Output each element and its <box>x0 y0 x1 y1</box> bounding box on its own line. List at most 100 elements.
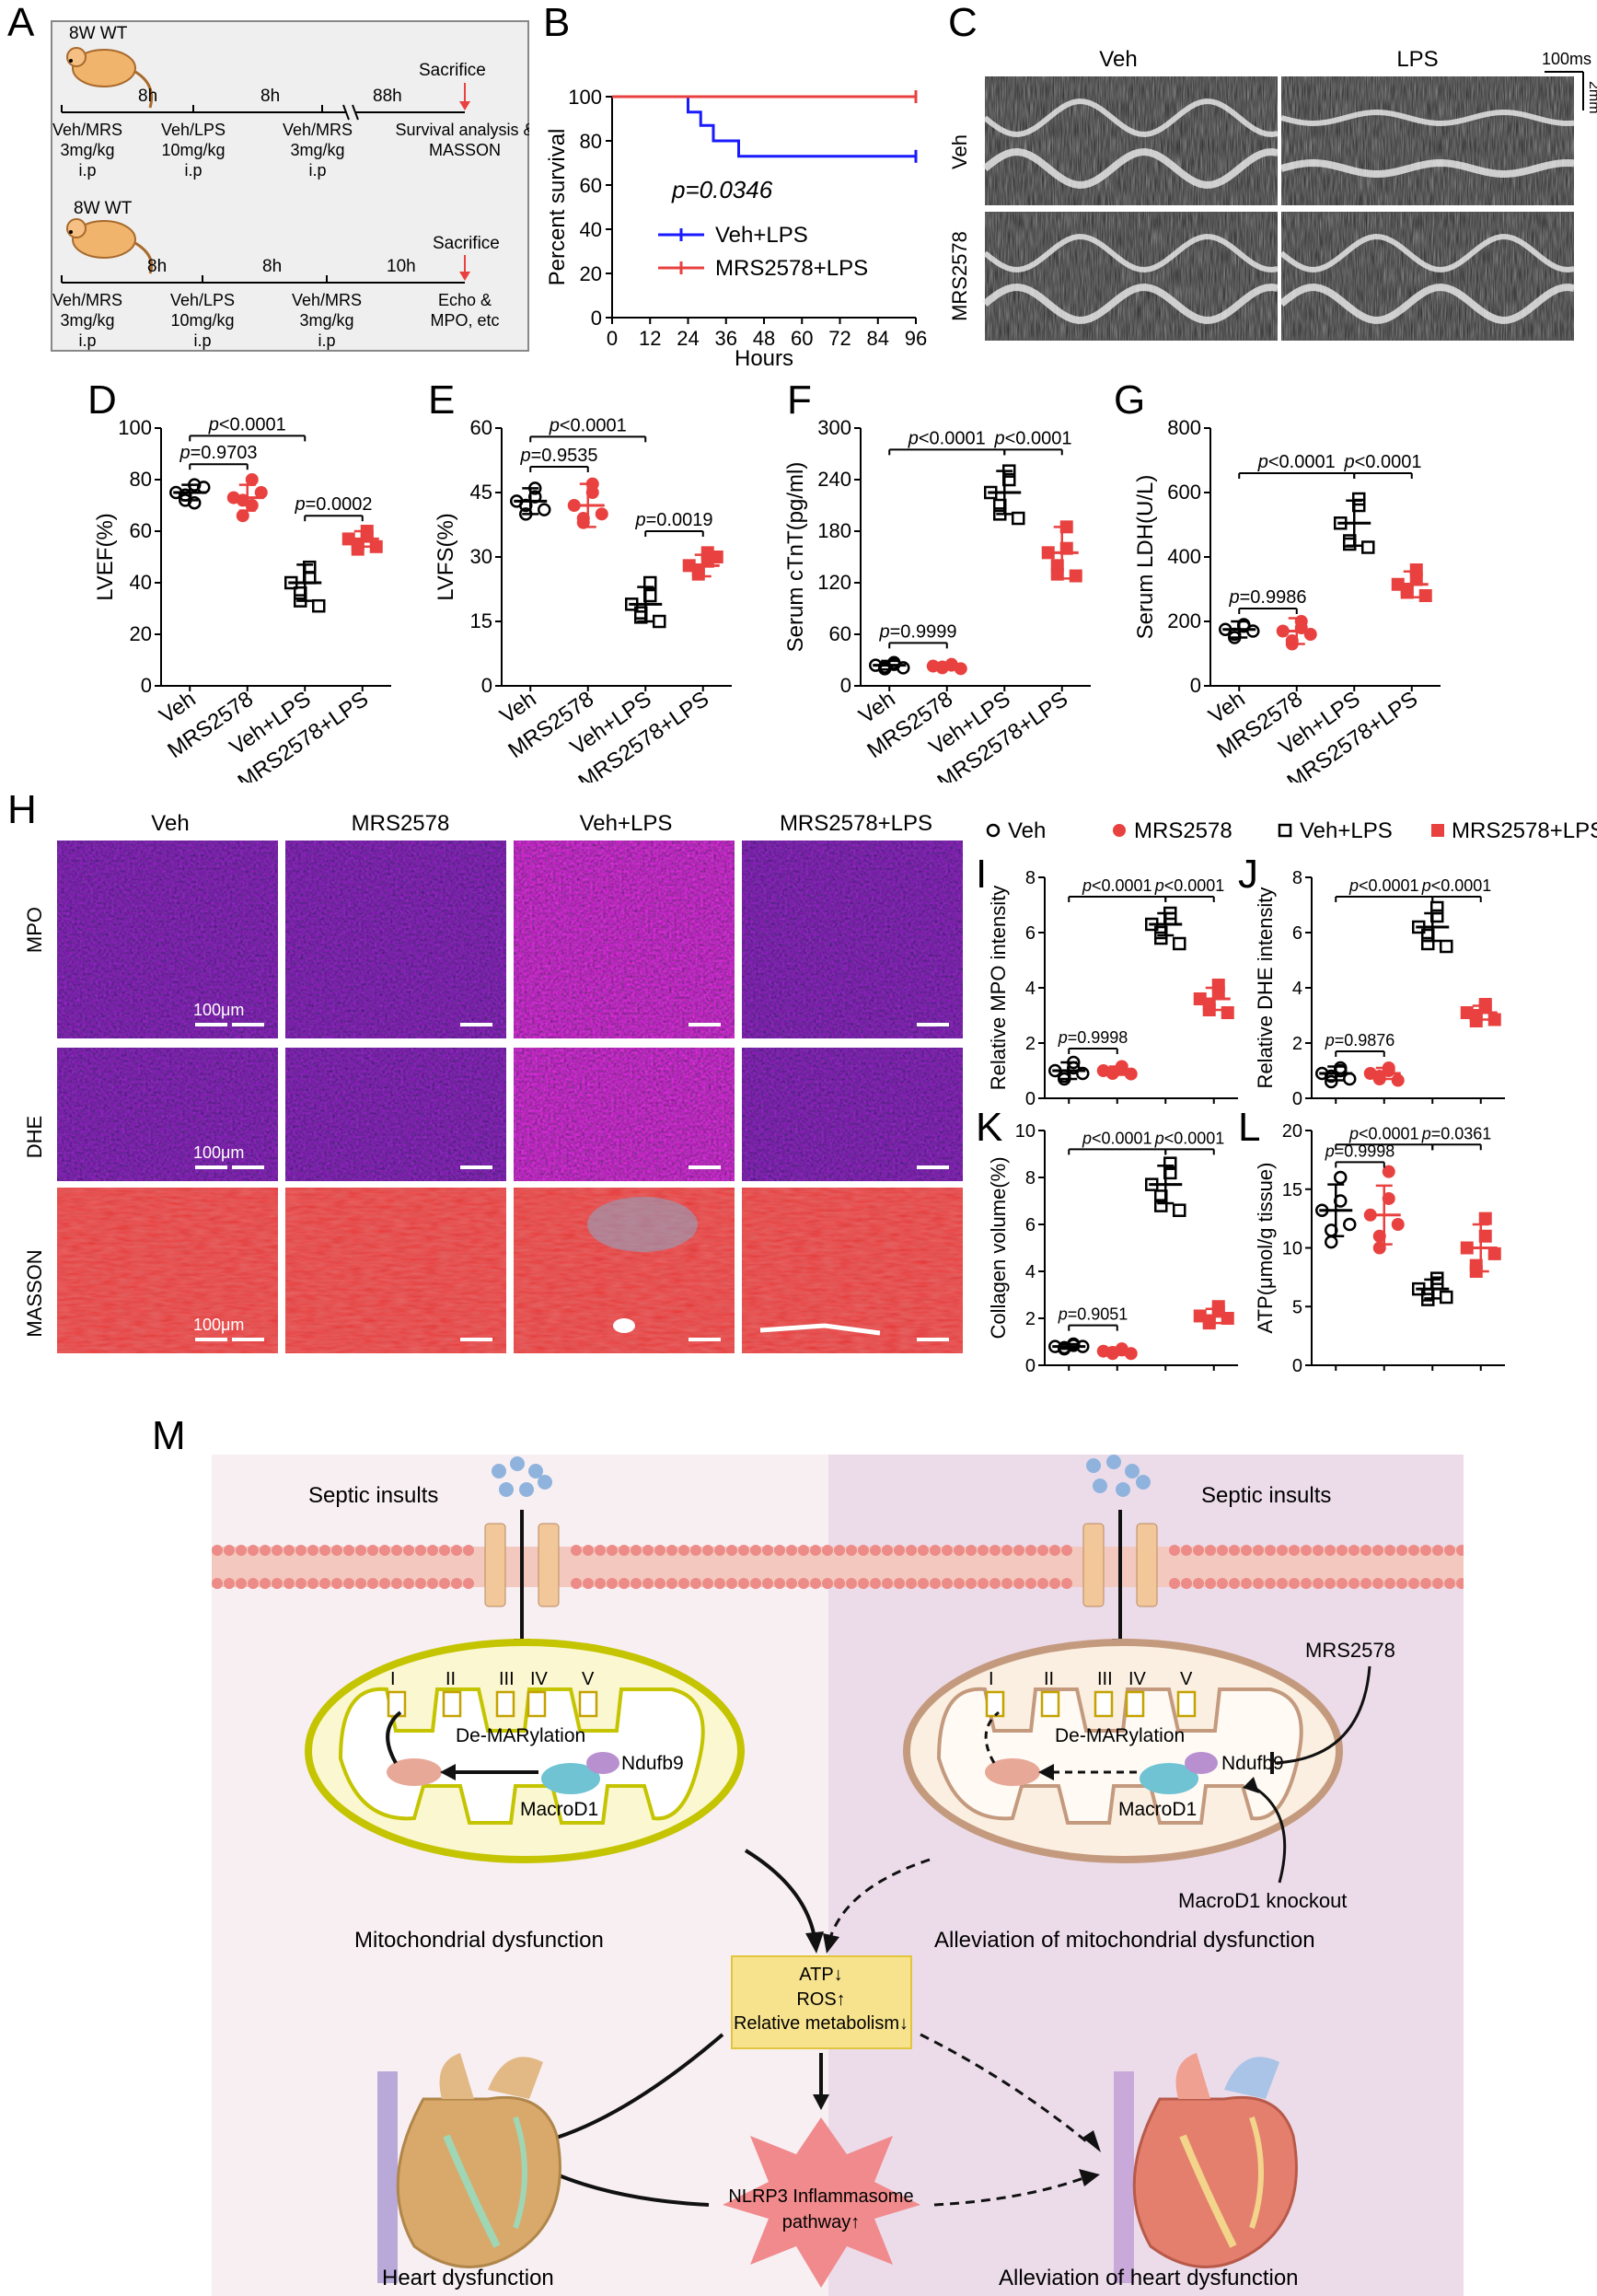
y-tick-label: 4 <box>1025 1262 1036 1282</box>
lipid-head <box>1241 1545 1252 1556</box>
mouse1-label: 8W WT <box>69 24 128 43</box>
lipid-head <box>1384 1578 1395 1589</box>
lipid-head <box>1313 1545 1324 1556</box>
histology-image: 100μm <box>57 1188 278 1353</box>
lipid-head <box>1001 1578 1013 1589</box>
lipid-head <box>786 1578 797 1589</box>
lipid-head <box>894 1545 905 1556</box>
lipid-head <box>726 1578 737 1589</box>
y-tick-label: 20 <box>1282 1121 1302 1142</box>
step-label-line: 3mg/kg <box>60 311 114 330</box>
scale-bar-label: 100μm <box>193 1316 244 1334</box>
legend-marker <box>1113 824 1126 837</box>
y-tick-label: 30 <box>470 545 492 568</box>
y-tick-label: 6 <box>1025 923 1036 944</box>
data-point <box>1361 540 1375 554</box>
data-point <box>1325 1235 1338 1249</box>
survival-line-Veh+LPS <box>612 95 916 158</box>
lipid-head <box>690 1545 701 1556</box>
lipid-head <box>1408 1545 1419 1556</box>
lipid-head <box>1001 1545 1013 1556</box>
data-point <box>1382 1165 1395 1178</box>
data-point <box>1325 1074 1338 1089</box>
histology-image <box>742 1188 963 1353</box>
legend-marker <box>986 823 1001 838</box>
p-value-label: p=0.0002 <box>295 494 373 515</box>
lipid-head <box>355 1545 366 1556</box>
legend-label: Veh+LPS <box>1300 818 1393 843</box>
lipid-head <box>391 1545 402 1556</box>
echo-col-lps: LPS <box>1396 47 1438 72</box>
data-point <box>369 539 383 553</box>
etc-complex-label: II <box>446 1669 456 1689</box>
panel-label-h: H <box>7 787 37 832</box>
y-tick-label: 0 <box>1025 1089 1036 1109</box>
p-value-label: p=0.9999 <box>879 621 957 642</box>
lipid-head <box>1372 1545 1383 1556</box>
y-tick-label: 0 <box>141 674 152 697</box>
step-label-line: 3mg/kg <box>60 141 114 159</box>
panel-label-i: I <box>976 852 988 897</box>
septic-label-right: Septic insults <box>1201 1483 1331 1508</box>
lipid-head <box>307 1578 318 1589</box>
lipid-head <box>1193 1545 1204 1556</box>
x-tick-label: 72 <box>828 327 851 350</box>
lipid-head <box>1325 1545 1336 1556</box>
lipid-head <box>1253 1578 1264 1589</box>
lipid-head <box>619 1578 630 1589</box>
lipid-head <box>367 1545 378 1556</box>
data-point <box>254 486 268 499</box>
lipid-head <box>463 1545 474 1556</box>
lipid-head <box>1420 1578 1431 1589</box>
panel-label-c: C <box>948 0 978 45</box>
mito-allev-label: Alleviation of mitochondrial dysfunction <box>934 1928 1315 1953</box>
y-axis-label: Relative MPO intensity <box>987 886 1010 1091</box>
mouse2-label: 8W WT <box>74 199 133 218</box>
step-label-line: Veh/LPS <box>170 291 235 309</box>
legend-label: MRS2578 <box>1134 818 1232 843</box>
y-tick-label: 100 <box>568 86 602 109</box>
lipid-head <box>1205 1545 1216 1556</box>
lipid-head <box>1181 1578 1192 1589</box>
legend-marker <box>1278 823 1292 838</box>
echo-col-veh: Veh <box>1099 47 1137 72</box>
y-tick-label: 80 <box>580 130 602 153</box>
etc-complex <box>1094 1690 1114 1718</box>
etc-complex <box>1176 1690 1197 1718</box>
lipid-head <box>822 1578 833 1589</box>
lipid-head <box>331 1578 342 1589</box>
echo-scale-time: 100ms <box>1542 50 1591 68</box>
step-label-line: i.p <box>193 331 211 350</box>
nlrp3-line2: pathway↑ <box>782 2212 861 2232</box>
lipid-head <box>750 1578 761 1589</box>
data-point <box>1154 1199 1168 1212</box>
lipid-head <box>1217 1545 1228 1556</box>
lipid-head <box>236 1545 247 1556</box>
data-point <box>188 495 202 510</box>
step-label-line: MASSON <box>429 141 501 159</box>
lipid-head <box>595 1578 606 1589</box>
x-tick-label: 24 <box>677 327 699 350</box>
x-tick-label: 96 <box>905 327 927 350</box>
lipid-head <box>427 1545 438 1556</box>
lipid-head <box>654 1578 665 1589</box>
p-value-label: p<0.0001 <box>994 428 1072 448</box>
histology-image <box>742 1048 963 1181</box>
etc-complex <box>1040 1690 1060 1718</box>
lipid-head <box>1432 1578 1443 1589</box>
macrod1-right: MacroD1 <box>1118 1799 1197 1820</box>
lipid-head <box>738 1578 749 1589</box>
lipid-head <box>882 1545 893 1556</box>
data-point <box>1440 939 1453 954</box>
y-tick-label: 0 <box>1025 1356 1036 1376</box>
lipid-head <box>355 1578 366 1589</box>
cell-membrane <box>212 1545 1464 1589</box>
interval-1c: 88h <box>373 87 402 106</box>
ndufb9-left: Ndufb9 <box>621 1753 684 1774</box>
lipid-head <box>846 1578 857 1589</box>
lipid-head <box>1217 1578 1228 1589</box>
p-value-label: p<0.0001 <box>549 415 627 435</box>
lipid-head <box>942 1578 953 1589</box>
